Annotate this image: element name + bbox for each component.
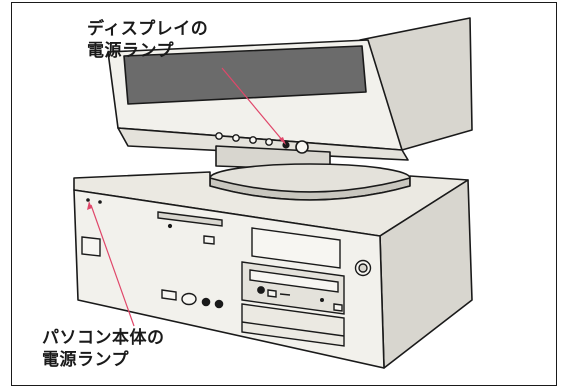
front-panel-details [81,211,372,347]
pc-power-lamp-label-line2: 電源ランプ [42,350,129,370]
monitor-buttons [215,132,273,146]
audio-port-icon [181,292,197,306]
crt-monitor [107,17,473,201]
power-switch-icon [81,236,101,257]
drive-bay-cover [251,227,341,269]
monitor-power-button-icon [295,140,309,154]
floppy-eject-button [203,235,215,245]
display-lamp-leader-line [221,67,284,142]
monitor-screen [123,45,367,105]
mic-jack-icon [201,297,211,307]
pc-lamp-leader-line [90,204,135,327]
pc-access-lamp-icon [98,200,102,204]
usb-port-icon [161,289,177,301]
display-power-lamp-label-line2: 電源ランプ [87,41,174,61]
display-power-lamp-label: ディスプレイの 電源ランプ [87,18,208,62]
leader-lines [87,67,286,327]
floppy-drive-slot [157,211,223,227]
pc-power-lamp-icon [86,198,90,202]
headphone-jack-icon [214,299,224,309]
pc-power-lamp-label-line1: パソコン本体の [42,328,165,348]
pc-power-lamp-label: パソコン本体の 電源ランプ [42,327,165,371]
display-power-lamp-label-line1: ディスプレイの [87,19,209,39]
